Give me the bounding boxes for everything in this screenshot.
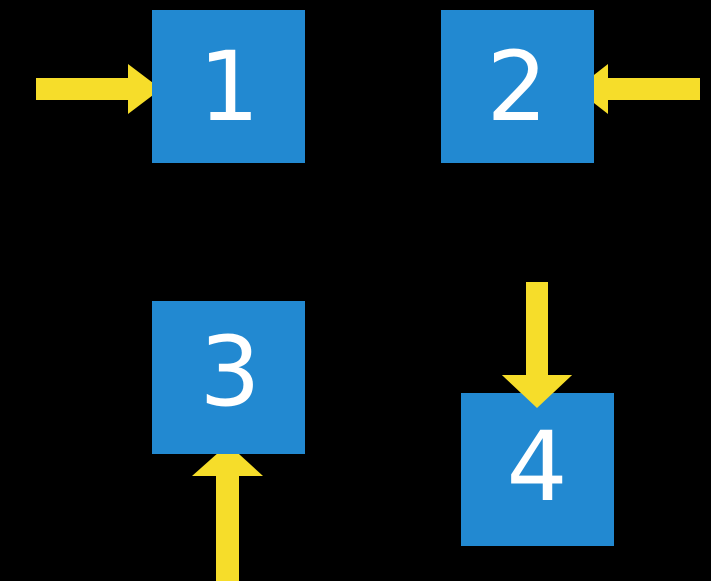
arrow-into-box-4-tip-overlay (502, 375, 572, 408)
box-1-label: 1 (198, 31, 259, 143)
box-4-shape[interactable] (461, 393, 614, 546)
node-box-1[interactable]: 1 (152, 10, 305, 163)
arrow-into-box-3-icon (192, 444, 263, 581)
box-1-shape[interactable] (152, 10, 305, 163)
node-box-3[interactable]: 3 (152, 301, 305, 454)
arrow-into-box-2-icon (576, 64, 700, 114)
box-3-shape[interactable] (152, 301, 305, 454)
box-3-label: 3 (199, 316, 260, 428)
node-box-4[interactable]: 4 (461, 393, 614, 546)
arrow-into-box-1-icon (36, 64, 161, 114)
node-box-2[interactable]: 2 (441, 10, 594, 163)
box-2-shape[interactable] (441, 10, 594, 163)
box-4-label: 4 (506, 411, 567, 523)
box-2-label: 2 (486, 31, 547, 143)
